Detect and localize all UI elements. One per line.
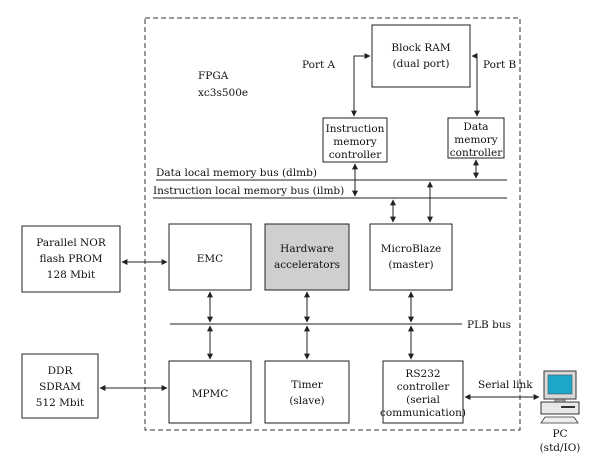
mpmc-label: MPMC — [192, 388, 229, 400]
ddr-line1: DDR — [48, 365, 74, 377]
microblaze-line1: MicroBlaze — [381, 243, 441, 255]
fpga-part: xc3s500e — [198, 87, 248, 99]
ddr-line3: 512 Mbit — [36, 397, 85, 409]
nor-flash-line1: Parallel NOR — [36, 237, 107, 249]
dmc-line1: Data — [463, 121, 488, 133]
instruction-memory-controller: Instruction memory controller — [322, 117, 388, 163]
dlmb-label: Data local memory bus (dlmb) — [156, 167, 317, 179]
imc-line3: controller — [329, 149, 382, 161]
pc-line1: PC — [552, 428, 567, 440]
parallel-nor-flash: Parallel NOR flash PROM 128 Mbit — [21, 225, 121, 293]
rs232-line1: RS232 — [405, 368, 440, 380]
block-ram-line1: Block RAM — [391, 42, 450, 54]
serial-link-label: Serial link — [478, 379, 533, 391]
emc-label: EMC — [197, 253, 223, 265]
port-b-label: Port B — [483, 59, 517, 71]
plb-label: PLB bus — [467, 319, 511, 331]
nor-flash-line2: flash PROM — [39, 253, 102, 265]
fpga-title: FPGA — [198, 70, 229, 82]
timer-line2: (slave) — [289, 395, 324, 407]
rs232-line2: controller — [397, 381, 450, 393]
rs232-line3: (serial — [406, 394, 440, 406]
pc-line2: (std/IO) — [540, 442, 581, 454]
block-ram: Block RAM (dual port) — [371, 24, 471, 88]
ddr-sdram: DDR SDRAM 512 Mbit — [21, 353, 99, 419]
nor-flash-line3: 128 Mbit — [47, 269, 96, 281]
timer-line1: Timer — [291, 379, 324, 391]
rs232-controller: RS232 controller (serial communication) — [380, 360, 466, 424]
hw-accel-line2: accelerators — [274, 259, 340, 271]
imc-line2: memory — [333, 136, 376, 148]
rs232-line4: communication) — [380, 407, 466, 419]
ilmb-label: Instruction local memory bus (ilmb) — [153, 185, 344, 197]
block-ram-line2: (dual port) — [393, 58, 450, 70]
port-a-label: Port A — [302, 59, 336, 71]
mpmc: MPMC — [168, 360, 252, 424]
microblaze: MicroBlaze (master) — [369, 223, 453, 291]
data-memory-controller: Data memory controller — [447, 117, 505, 159]
hardware-accelerators: Hardware accelerators — [264, 223, 350, 291]
dmc-line2: memory — [454, 134, 497, 146]
fpga-boundary — [144, 17, 521, 431]
imc-line1: Instruction — [326, 123, 385, 135]
timer: Timer (slave) — [264, 360, 350, 424]
microblaze-line2: (master) — [388, 259, 433, 271]
port-b-connector — [471, 53, 480, 117]
hw-accel-line1: Hardware — [280, 243, 334, 255]
pc-computer-icon — [540, 370, 580, 424]
dmc-line3: controller — [450, 147, 503, 159]
ddr-line2: SDRAM — [39, 381, 81, 393]
port-a-connector — [351, 53, 371, 117]
emc: EMC — [168, 223, 252, 291]
